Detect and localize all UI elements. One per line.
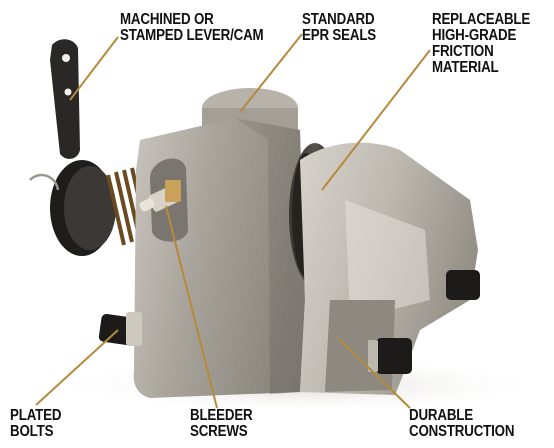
cam-disc-face [64,166,116,250]
bleeder-screw [139,180,181,212]
callout-line: DURABLE [409,407,473,424]
callout-line: EPR SEALS [302,27,377,44]
leader-bleeder [165,205,218,409]
callout-line: FRICTION [432,43,494,60]
leader-bolts [35,329,119,406]
callout-seals: STANDARD EPR SEALS [302,12,376,44]
plated-bolt-right-lower [368,338,412,374]
lever-hole [64,88,72,96]
callout-construction: DURABLE CONSTRUCTION [409,408,514,440]
callout-friction: REPLACEABLE HIGH-GRADE FRICTION MATERIAL [432,12,530,76]
leader-construction [337,337,411,409]
lever-hole [62,54,70,62]
callout-line: MATERIAL [432,59,499,76]
callout-bolts: PLATED BOLTS [10,408,61,440]
callout-lever: MACHINED OR STAMPED LEVER/CAM [120,11,264,44]
callout-line: BLEEDER [190,407,253,424]
callout-line: MACHINED OR [120,11,214,28]
callout-line: PLATED [10,407,62,424]
callout-line: CONSTRUCTION [409,423,515,440]
leader-friction [321,49,431,191]
lever-arm [50,39,80,159]
callout-line: STANDARD [302,11,375,28]
callout-line: BOLTS [10,423,54,440]
callout-bleeder: BLEEDER SCREWS [190,407,253,440]
leader-seals [239,33,303,113]
retaining-clip [29,173,60,191]
callout-line: REPLACEABLE [432,11,531,28]
leader-lines [35,33,431,409]
leader-lever [69,36,119,101]
callout-line: HIGH-GRADE [432,27,517,44]
bracket-web [345,200,430,320]
callout-line: SCREWS [190,423,248,440]
caliper-body-side [235,118,305,394]
callout-line: STAMPED LEVER/CAM [120,27,264,44]
plated-bolt-right-upper [446,270,480,300]
